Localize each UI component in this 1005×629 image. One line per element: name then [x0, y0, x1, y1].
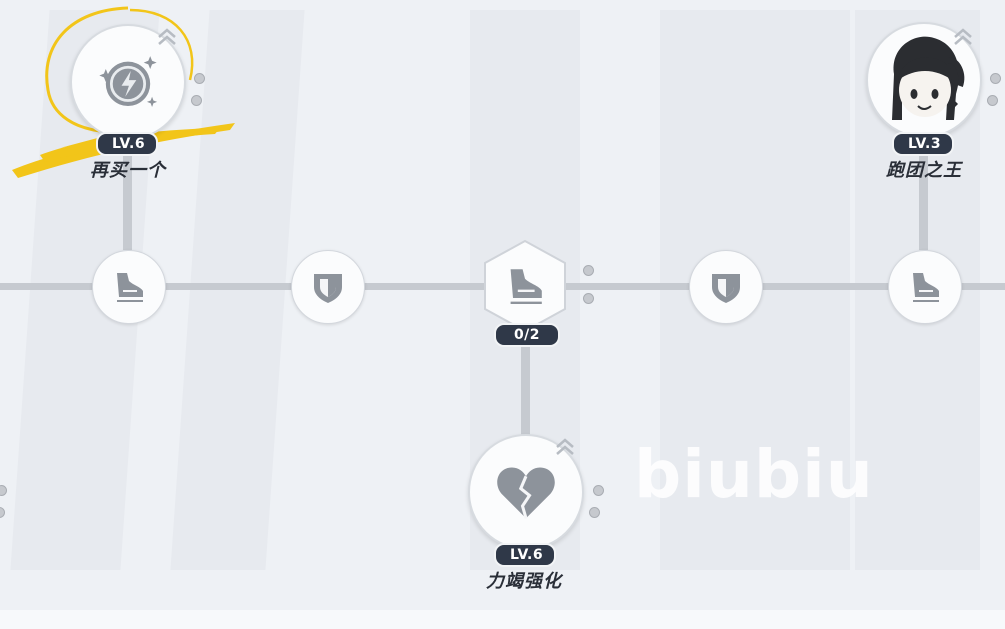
chevron-up-icon [556, 438, 574, 455]
socket-dot [589, 507, 600, 518]
shield-icon [712, 274, 740, 303]
skill-name: 再买一个 [90, 160, 166, 181]
skill-name: 力竭强化 [486, 571, 562, 592]
chevron-up-icon [954, 28, 972, 45]
skill-node-bottom[interactable] [468, 434, 584, 550]
shield-icon [314, 274, 342, 303]
stat-node-shoe[interactable] [888, 250, 962, 324]
shoe-icon [117, 273, 143, 302]
level-badge: LV.3 [892, 132, 954, 156]
sparkle-orb-icon [99, 56, 158, 107]
socket-dot [593, 485, 604, 496]
connector-line [123, 150, 132, 250]
socket-dot [583, 265, 594, 276]
connector-line [919, 150, 928, 250]
socket-dot [583, 293, 594, 304]
stat-node-shield[interactable] [291, 250, 365, 324]
stat-node-shoe[interactable] [92, 250, 166, 324]
level-badge: LV.6 [96, 132, 158, 156]
socket-dot [194, 73, 205, 84]
shoe-icon [510, 269, 542, 304]
skill-name: 跑团之王 [886, 160, 962, 181]
socket-dot [990, 73, 1001, 84]
broken-heart-icon [497, 467, 555, 519]
shoe-icon [913, 273, 939, 302]
character-portrait-icon [892, 36, 965, 121]
socket-dot [0, 507, 5, 518]
progress-badge: 0/2 [494, 323, 560, 347]
watermark-text: biubiu [634, 436, 874, 513]
connector-line [521, 318, 530, 438]
socket-dot [191, 95, 202, 106]
socket-dot [0, 485, 7, 496]
skill-node-top-left[interactable] [70, 24, 186, 140]
level-badge: LV.6 [494, 543, 556, 567]
background-stripe [0, 610, 1005, 629]
socket-dot [987, 95, 998, 106]
chevron-up-icon [158, 28, 176, 45]
stat-node-center[interactable] [481, 238, 569, 334]
stat-node-shield[interactable] [689, 250, 763, 324]
skill-node-top-right[interactable] [866, 22, 982, 138]
